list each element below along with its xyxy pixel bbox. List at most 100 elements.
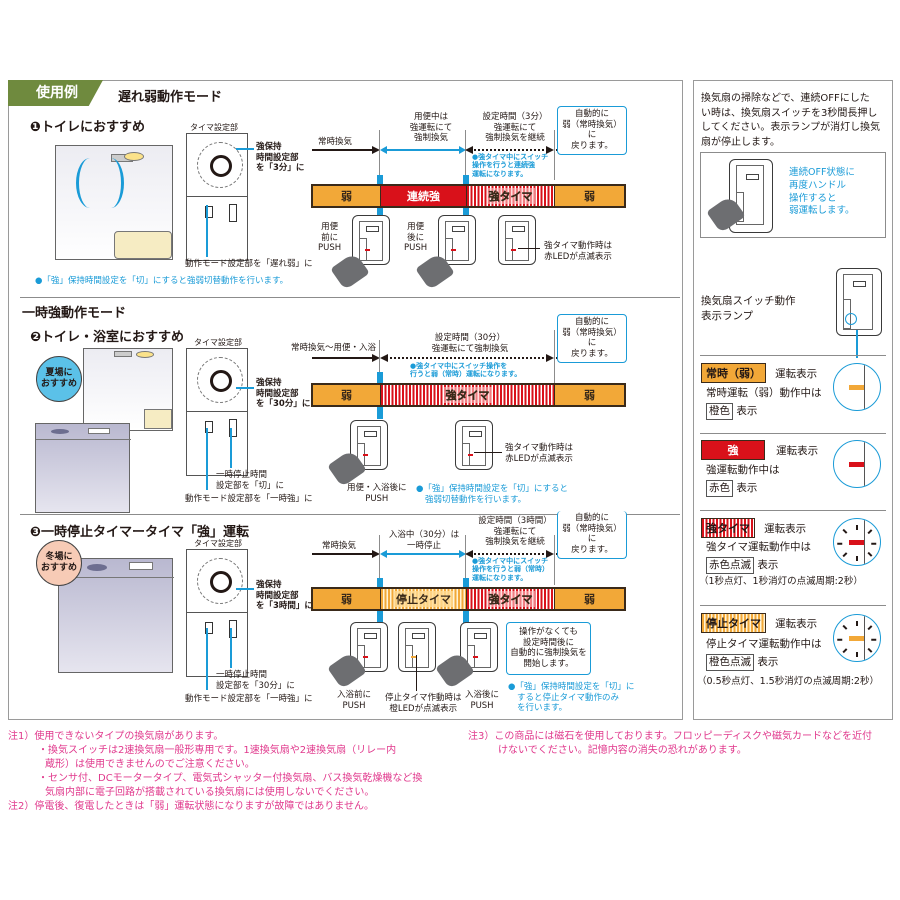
pause-callout-3: 一時停止時間設定部を「30分」に: [216, 670, 295, 691]
toilet-illustration: [83, 348, 173, 431]
lamp-row-stop-timer: 停止タイマ 運転表示: [701, 612, 817, 633]
led-note-3: 停止タイマ作動時は橙LEDが点滅表示: [385, 693, 462, 714]
timer-setting-panel: [186, 549, 248, 677]
mode1-title: 遅れ弱動作モード: [118, 90, 223, 105]
led-note-2: 強タイマ動作時は赤LEDが点滅表示: [505, 443, 574, 464]
switch-icon: [438, 215, 476, 265]
segment-weak: 弱: [313, 186, 381, 206]
switch-icon: [352, 215, 390, 265]
timer-setting-panel: [186, 133, 248, 261]
segment-strong-timer: 強タイマ: [467, 186, 555, 206]
note-2: 注2）停電後、復電したときは「弱」運転状態になりますが故障ではありません。: [8, 801, 375, 812]
timer-label: タイマ設定部: [194, 539, 242, 548]
segment-strong-timer: 強タイマ: [381, 385, 555, 405]
segment-stop-timer: 停止タイマ: [381, 589, 467, 609]
lamp-indicator-orange: [833, 363, 881, 411]
timeline2-callout-return: 自動的に弱（常時換気）に戻ります。: [557, 314, 627, 363]
continuous-off-note: 連続OFF状態に再度ハンドル操作すると弱運転します。: [789, 167, 855, 217]
led-note-1: 強タイマ動作時は赤LEDが点滅表示: [544, 241, 613, 262]
lamp-indicator-red-blink: [833, 518, 881, 566]
timeline3-callout-return: 自動的に弱（常時換気）に戻ります。: [557, 511, 627, 559]
timeline2-label-constant: 常時換気〜用便・入浴: [291, 343, 377, 353]
switch-icon: [398, 622, 436, 672]
lamp-desc: 停止タイマ運転動作中は: [706, 638, 822, 650]
timeline3-bottom-note: ●「強」保持時間設定を「切」にすると停止タイマ動作のみを行います。: [508, 682, 635, 714]
timer-callout-1: 強保持時間設定部を「3分」に: [256, 142, 305, 174]
lamp-indicator-orange-blink: [833, 614, 881, 662]
mode-callout-2: 動作モード設定部を「一時強」に: [185, 494, 313, 504]
timeline1-blue-note: ●強タイマ中にスイッチ操作を行うと連続強運転になります。: [472, 153, 549, 178]
lamp-indicator-red: [833, 440, 881, 488]
side-intro: 換気扇の掃除などで、連続OFFにしたい時は、換気扇スイッチを3秒間長押ししてくだ…: [701, 93, 881, 148]
timeline3-callout-auto: 操作がなくても設定時間後に自動的に強制換気を開始します。: [506, 622, 591, 675]
timer-dial: [197, 357, 243, 403]
segment-weak: 弱: [313, 385, 381, 405]
mode-callout-3: 動作モード設定部を「一時強」に: [185, 694, 313, 704]
section1-blue-note: ●「強」保持時間設定を「切」にすると強弱切替動作を行います。: [35, 276, 289, 286]
timeline1-label-after: 設定時間（3分）強運転にて強制換気を継続: [482, 112, 548, 144]
timeline1-callout-return: 自動的に弱（常時換気）に戻ります。: [557, 106, 627, 155]
timeline1-arrow: [312, 149, 374, 151]
bathroom-illustration: [58, 558, 174, 673]
timeline1-label-constant: 常時換気: [318, 137, 353, 147]
main-panel: [8, 80, 683, 720]
timer-dial: [197, 142, 243, 188]
timeline1-label-during: 用便中は強運転にて強制換気: [409, 112, 453, 144]
timeline2-blue-note: ●強タイマ中にスイッチ操作を行うと弱（常時）運転になります。: [410, 362, 522, 379]
timer-callout-3: 強保持時間設定部を「3時間」に: [256, 580, 313, 612]
segment-weak: 弱: [313, 589, 381, 609]
toilet-illustration: [55, 145, 173, 260]
bathroom-illustration: [35, 423, 131, 513]
timeline1-dotted-arrow: [470, 149, 548, 151]
segment-weak: 弱: [555, 385, 624, 405]
segment-weak: 弱: [555, 589, 624, 609]
airflow-icon: [98, 158, 124, 208]
timeline3-blue-note: ●強タイマ中にスイッチ操作を行うと弱（常時）運転になります。: [472, 557, 549, 582]
notes-left: 注1）使用できないタイプの換気扇があります。 ・換気スイッチは2速換気扇一般形専…: [8, 731, 423, 812]
timer-label: タイマ設定部: [190, 123, 238, 132]
section1-title: ❶トイレにおすすめ: [30, 120, 146, 135]
timer-setting-panel: [186, 348, 248, 476]
timeline3-label-after: 設定時間（3時間）強運転にて強制換気を継続: [478, 516, 552, 548]
timer-callout-2: 強保持時間設定部を「30分」に: [256, 378, 311, 410]
continuous-off-box: 連続OFF状態に再度ハンドル操作すると弱運転します。: [700, 152, 886, 238]
toilet-icon: [114, 231, 172, 259]
switch-icon: [455, 420, 493, 470]
note-1b: ・センサ付、DCモータータイプ、電気式シャッター付換気扇、バス換気乾燥機など換: [38, 773, 423, 784]
lamp-period: （1秒点灯、1秒消灯の点滅周期:2秒）: [699, 576, 863, 587]
switch-icon: [498, 215, 536, 265]
timer-label: タイマ設定部: [194, 338, 242, 347]
timeline3-bar: 弱 停止タイマ 強タイマ 弱: [311, 587, 626, 611]
section3-title: ❸一時停止タイマータイマ「強」運転: [30, 525, 250, 540]
timeline2-bottom-note: ●「強」保持時間設定を「切」にすると強弱切替動作を行います。: [416, 484, 569, 505]
winter-badge: 冬場におすすめ: [36, 540, 82, 586]
timeline1-blue-arrow: [386, 149, 462, 151]
timer-knob: [210, 155, 232, 177]
timeline2-label-during: 設定時間（30分）強運転にて強制換気: [431, 333, 509, 354]
pause-selector: [229, 204, 237, 222]
note-1: 注1）使用できないタイプの換気扇があります。: [8, 731, 224, 742]
timer-dial: [197, 558, 243, 604]
timeline3-label-during: 入浴中（30分）は一時停止: [388, 530, 460, 551]
airflow-icon: [76, 158, 104, 208]
lamp-row-weak: 常時（弱） 運転表示: [701, 362, 817, 383]
lamp-desc: 常時運転（弱）動作中は: [706, 387, 822, 399]
lamp-title: 換気扇スイッチ動作表示ランプ: [701, 295, 796, 323]
main-panel-top-border: [8, 80, 683, 81]
mode-callout-1: 動作モード設定部を「遅れ弱」に: [185, 259, 313, 269]
ceiling-light-icon: [124, 152, 144, 161]
summer-badge: 夏場におすすめ: [36, 356, 82, 402]
side-panel: [693, 80, 893, 720]
timeline2-bar: 弱 強タイマ 弱: [311, 383, 626, 407]
note-1a: ・換気スイッチは2速換気扇一般形専用です。1速換気扇や2速換気扇（リレー内: [38, 745, 397, 756]
segment-strong-timer: 強タイマ: [467, 589, 555, 609]
lamp-desc: 強運転動作中は: [706, 464, 780, 476]
notes-right: 注3）この商品には磁石を使用しております。フロッピーディスクや磁気カードなどを近…: [468, 731, 873, 756]
note-3: 注3）この商品には磁石を使用しております。フロッピーディスクや磁気カードなどを近…: [468, 731, 873, 742]
segment-continuous-strong: 連続強: [381, 186, 467, 206]
